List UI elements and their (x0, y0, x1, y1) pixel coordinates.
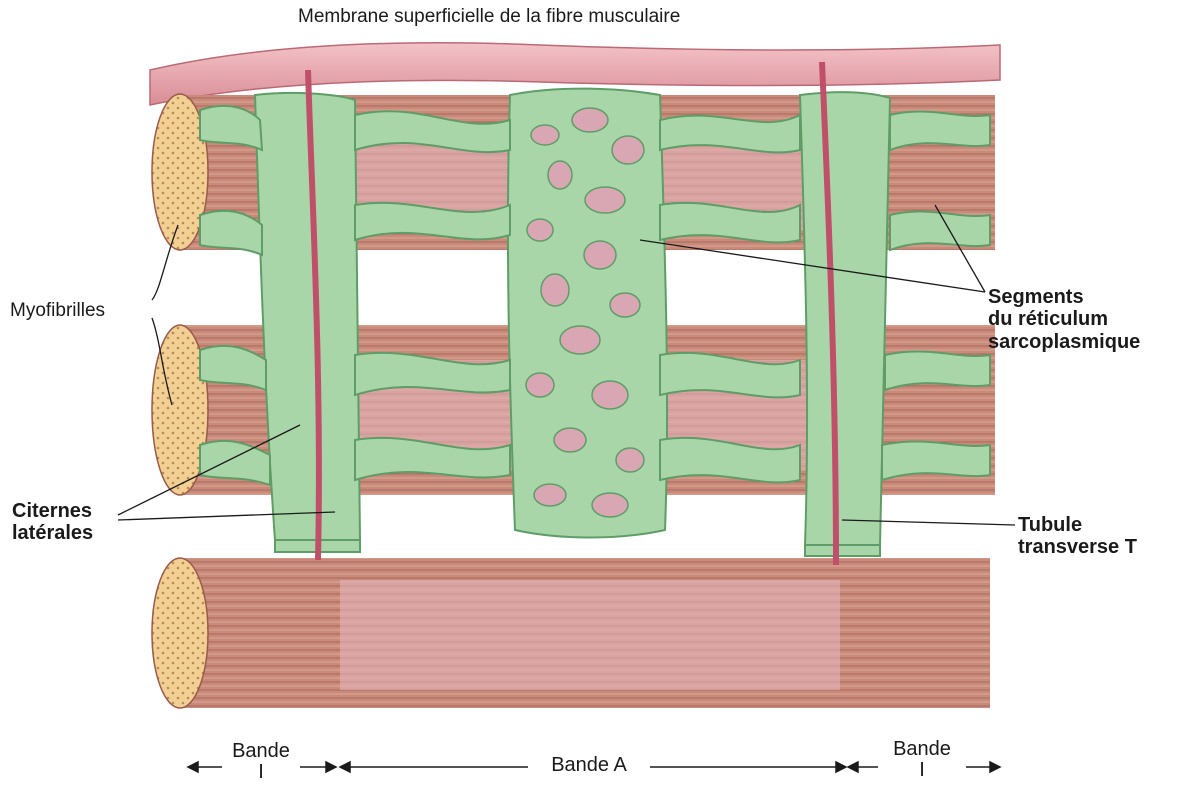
band-i-left-line-2: I (216, 762, 306, 783)
band-i-right: Bande I (876, 739, 968, 781)
band-i-left-line-1: Bande (216, 741, 306, 762)
tubule-line-1: Tubule (1018, 514, 1137, 536)
tubule-line-2: transverse T (1018, 536, 1137, 558)
citernes-line-2: latérales (12, 522, 93, 544)
membrane-label: Membrane superficielle de la fibre muscu… (298, 6, 680, 27)
segments-line-2: du réticulum (988, 308, 1140, 330)
band-i-left: Bande I (216, 741, 306, 783)
tubule-label: Tubule transverse T (1018, 514, 1137, 559)
segments-line-3: sarcoplasmique (988, 331, 1140, 353)
band-i-right-line-2: I (876, 760, 968, 781)
myofibril-bottom (152, 558, 990, 708)
segments-label: Segments du réticulum sarcoplasmique (988, 286, 1140, 353)
citernes-label: Citernes latérales (12, 500, 93, 545)
band-a: Bande A (528, 755, 650, 776)
myofibrilles-label: Myofibrilles (10, 300, 105, 321)
segments-line-1: Segments (988, 286, 1140, 308)
band-i-right-line-1: Bande (876, 739, 968, 760)
citernes-line-1: Citernes (12, 500, 93, 522)
